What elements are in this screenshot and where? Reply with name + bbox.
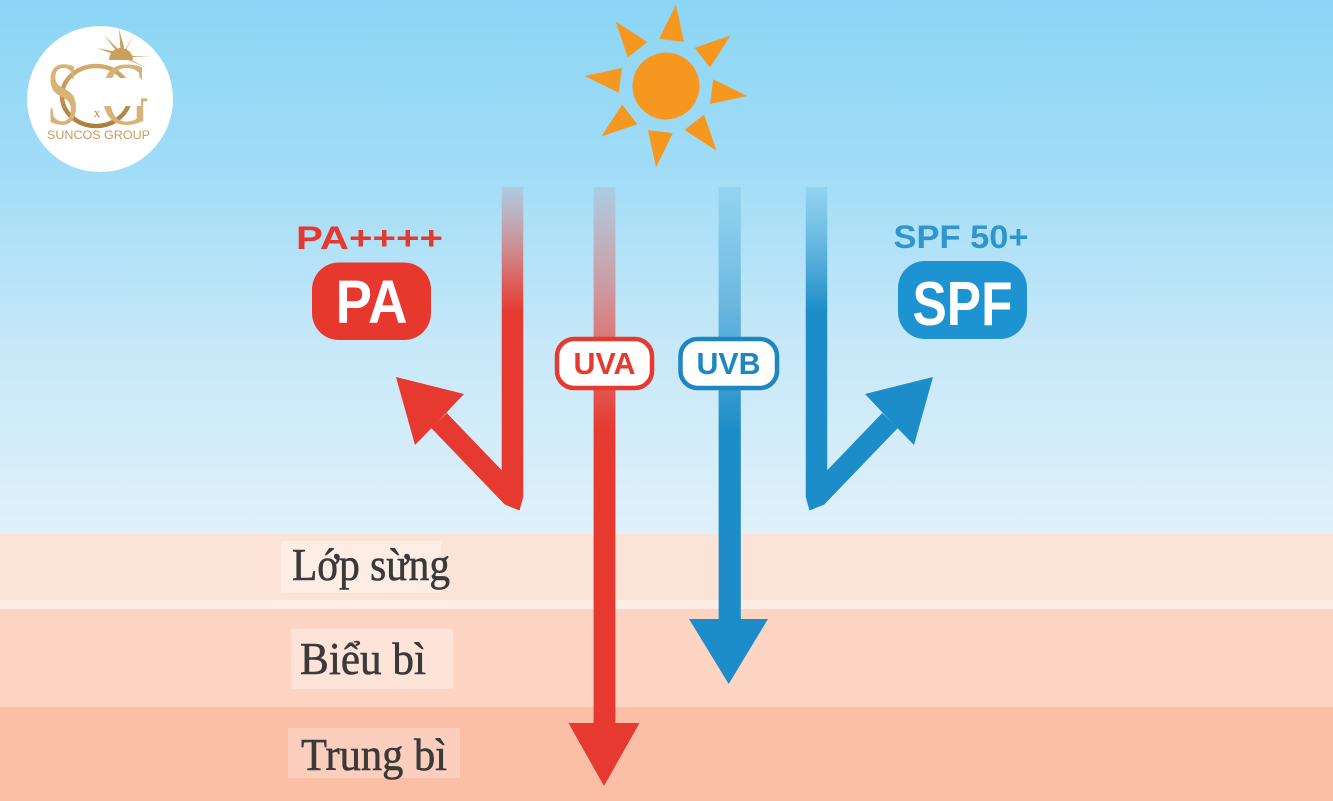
svg-text:x: x (94, 105, 101, 120)
svg-text:PA: PA (336, 268, 408, 336)
svg-text:UVB: UVB (697, 346, 761, 381)
svg-text:Lớp sừng: Lớp sừng (292, 539, 450, 590)
svg-text:Trung bì: Trung bì (301, 729, 447, 780)
svg-text:S: S (46, 45, 79, 144)
svg-text:SPF: SPF (913, 270, 1013, 339)
svg-text:SUNCOS GROUP: SUNCOS GROUP (47, 130, 150, 142)
svg-text:UVA: UVA (574, 346, 636, 381)
svg-text:Biểu bì: Biểu bì (300, 633, 426, 684)
svg-text:SPF 50+: SPF 50+ (894, 219, 1029, 255)
svg-text:PA++++: PA++++ (296, 220, 443, 256)
